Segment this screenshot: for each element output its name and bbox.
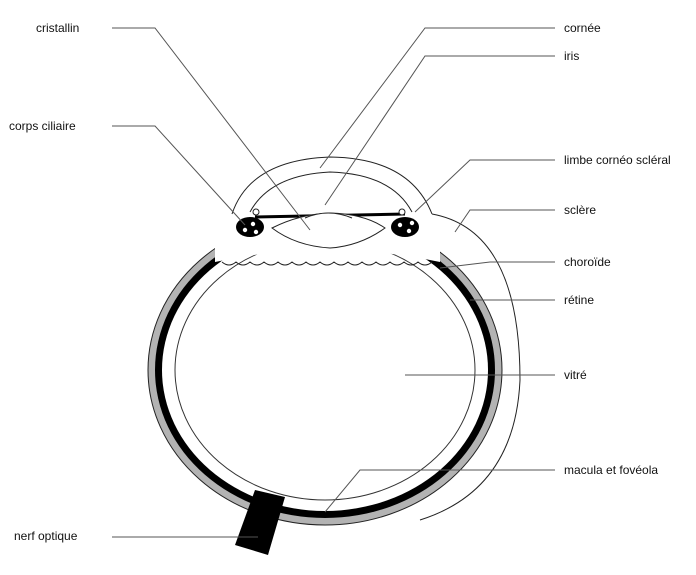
label-cornee: cornée (564, 21, 601, 35)
label-nerf-optique: nerf optique (14, 529, 78, 543)
lens-top (304, 212, 353, 219)
leader-iris (324, 55, 555, 206)
label-corps-ciliaire: corps ciliaire (9, 119, 76, 133)
limbus-right (398, 208, 406, 216)
leader-sclere (454, 209, 555, 233)
limbus-left (252, 208, 260, 216)
ciliary-dot (250, 221, 256, 227)
ciliary-dot (397, 222, 403, 228)
label-macula: macula et fovéola (564, 463, 659, 477)
leader-corps-ciliaire (112, 125, 246, 226)
label-cristallin: cristallin (36, 21, 80, 35)
ora-serrata (221, 261, 433, 266)
cornea-outer (231, 156, 433, 215)
sclera-outer-arc (419, 213, 521, 521)
leader-limbe (414, 159, 555, 213)
leader-cristallin (112, 27, 311, 231)
ciliary-body-right (391, 217, 419, 237)
optic-nerve (235, 490, 285, 555)
cornea-inner (249, 171, 413, 213)
ciliary-dot (409, 220, 415, 226)
vitreous-body (162, 229, 488, 511)
leader-cornee (319, 27, 555, 169)
leader-choroide (439, 261, 555, 269)
label-sclere: sclère (564, 203, 597, 217)
ciliary-dot (242, 227, 248, 233)
label-limbe: limbe cornéo scléral (564, 153, 671, 167)
leader-macula (324, 469, 555, 513)
label-retine: rétine (564, 293, 595, 307)
label-vitre: vitré (564, 368, 587, 382)
ciliary-dot (253, 229, 259, 235)
label-choroide: choroïde (564, 255, 611, 269)
ciliary-dot (406, 228, 412, 234)
label-iris: iris (564, 49, 580, 63)
